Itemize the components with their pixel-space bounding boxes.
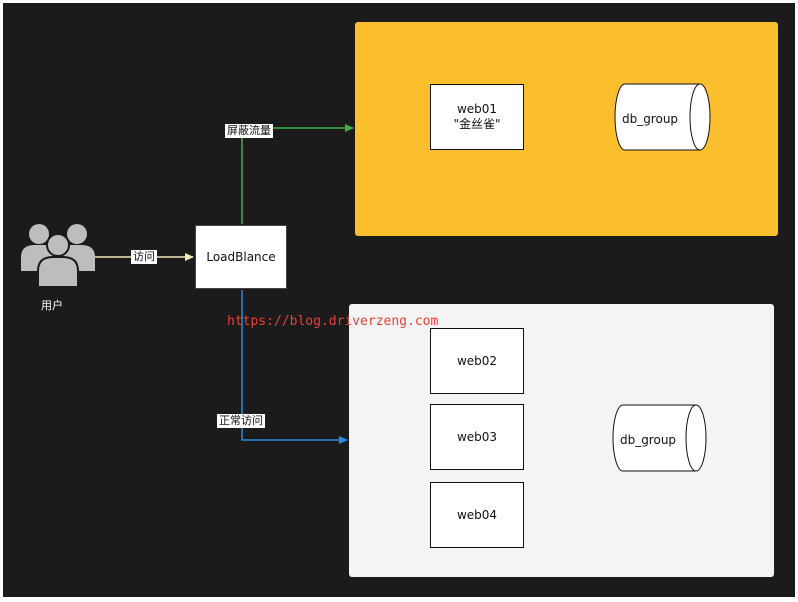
web01-name: web01: [456, 102, 498, 116]
connectors-layer: [21, 83, 711, 472]
users-label: 用户: [41, 299, 63, 312]
web02-node: web02: [430, 328, 524, 394]
normal-access-arrow: [241, 290, 348, 444]
normal-access-edge-label: 正常访问: [217, 414, 265, 428]
web01-tag: "金丝雀": [453, 117, 501, 131]
visit-edge-label: 访问: [131, 250, 157, 264]
diagram-canvas: 用户 访问 屏蔽流量 正常访问 LoadBlance web01 "金丝雀" d…: [3, 3, 795, 597]
web04-name: web04: [456, 507, 498, 522]
web03-name: web03: [456, 429, 498, 444]
load-balancer-label: LoadBlance: [206, 249, 276, 264]
block-traffic-arrow: [241, 124, 354, 224]
web04-node: web04: [430, 482, 524, 548]
users-icon: [21, 224, 95, 288]
watermark-url: https://blog.driverzeng.com: [227, 314, 439, 329]
canary-db-cylinder: [614, 83, 711, 151]
web03-node: web03: [430, 404, 524, 470]
block-traffic-edge-label: 屏蔽流量: [225, 124, 273, 138]
load-balancer-node: LoadBlance: [195, 225, 287, 289]
canary-db-label: db_group: [621, 112, 679, 126]
normal-db-label: db_group: [619, 433, 677, 447]
normal-db-cylinder: [612, 404, 707, 472]
web02-name: web02: [456, 353, 498, 368]
web01-node: web01 "金丝雀": [430, 84, 524, 150]
